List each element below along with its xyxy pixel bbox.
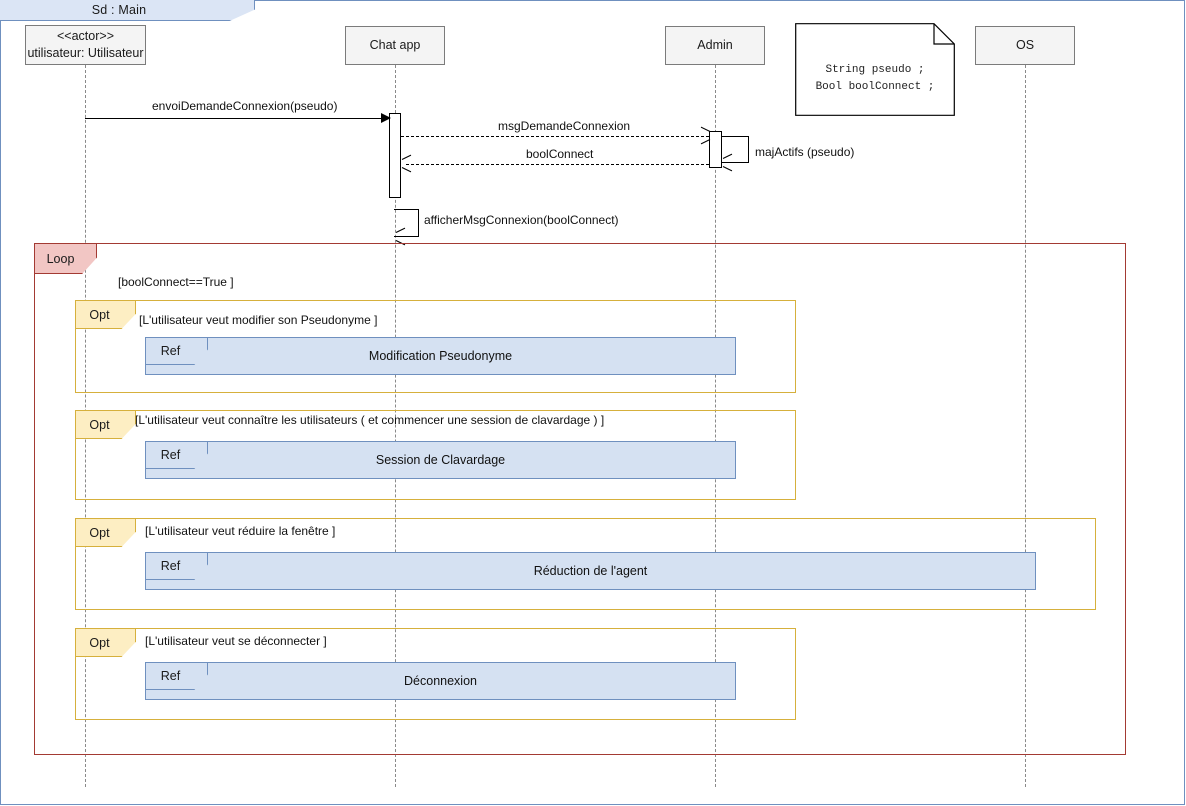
ref-box-4-name: Déconnexion	[404, 674, 477, 688]
ref-box-2-name: Session de Clavardage	[375, 453, 506, 467]
fragment-opt-2[interactable]: Opt [L'utilisateur veut connaître les ut…	[75, 410, 796, 500]
arrowhead-boolConnect	[402, 159, 411, 168]
activation-chatapp	[389, 113, 401, 198]
ref-box-1-tab: Ref	[146, 338, 208, 365]
lifeline-head-utilisateur[interactable]: <<actor>> utilisateur: Utilisateur	[25, 25, 146, 65]
ref-box-4-tab: Ref	[146, 663, 208, 690]
fragment-opt-3-tab: Opt	[76, 519, 136, 547]
fragment-opt-2-operator: Opt	[89, 417, 110, 432]
ref-box-4-tab-label: Ref	[160, 669, 181, 683]
fragment-loop[interactable]: Loop [boolConnect==True ]	[34, 243, 1126, 755]
arrowhead-afficherMsgConnexion	[396, 232, 405, 241]
ref-box-3-tab-label: Ref	[160, 559, 181, 573]
lifeline-os	[1025, 65, 1026, 787]
note-line-1: String pseudo ;	[825, 64, 925, 76]
lifeline-head-os[interactable]: OS	[975, 26, 1075, 65]
arrowhead-majActifs	[723, 158, 732, 167]
lifeline-chatapp	[395, 65, 396, 787]
fragment-loop-tab: Loop	[35, 244, 97, 274]
fragment-opt-4-operator: Opt	[89, 635, 110, 650]
fragment-opt-2-tab: Opt	[76, 411, 136, 439]
lifeline-stereotype-utilisateur: <<actor>>	[57, 29, 114, 44]
lifeline-head-chatapp[interactable]: Chat app	[345, 26, 445, 65]
arrowhead-envoiDemandeConnexion	[381, 113, 391, 123]
ref-box-2-tab-label: Ref	[160, 448, 181, 462]
message-label-boolConnect: boolConnect	[526, 147, 594, 161]
ref-box-4[interactable]: Ref Déconnexion	[145, 662, 736, 700]
fragment-opt-4-guard: [L'utilisateur veut se déconnecter ]	[145, 634, 327, 648]
ref-box-2-tab: Ref	[146, 442, 208, 469]
fragment-opt-3[interactable]: Opt [L'utilisateur veut réduire la fenêt…	[75, 518, 1096, 610]
fragment-opt-1-guard: [L'utilisateur veut modifier son Pseudon…	[139, 313, 378, 327]
fragment-opt-1-operator: Opt	[89, 307, 110, 322]
fragment-opt-3-operator: Opt	[89, 525, 110, 540]
note-line-2: Bool boolConnect ;	[815, 81, 935, 93]
ref-box-1-tab-label: Ref	[160, 344, 181, 358]
message-line-msgDemandeConnexion	[401, 136, 709, 137]
arrowhead-msgDemandeConnexion	[700, 131, 709, 140]
ref-box-3-tab: Ref	[146, 553, 208, 580]
message-label-majActifs: majActifs (pseudo)	[755, 145, 855, 159]
diagram-frame-tab: Sd : Main	[0, 0, 255, 21]
fragment-loop-guard: [boolConnect==True ]	[118, 275, 234, 289]
fragment-loop-operator: Loop	[46, 251, 75, 266]
ref-box-1-name: Modification Pseudonyme	[368, 349, 513, 363]
fragment-opt-1[interactable]: Opt [L'utilisateur veut modifier son Pse…	[75, 300, 796, 393]
fragment-opt-3-guard: [L'utilisateur veut réduire la fenêtre ]	[145, 524, 336, 538]
note-box: String pseudo ; Bool boolConnect ;	[795, 23, 955, 116]
fragment-opt-4-tab: Opt	[76, 629, 136, 657]
ref-box-3-name: Réduction de l'agent	[533, 564, 648, 578]
message-label-afficherMsgConnexion: afficherMsgConnexion(boolConnect)	[424, 213, 619, 227]
lifeline-label-utilisateur: utilisateur: Utilisateur	[27, 46, 144, 60]
fragment-opt-1-tab: Opt	[76, 301, 136, 329]
self-message-majActifs	[722, 136, 749, 163]
fragment-opt-4[interactable]: Opt [L'utilisateur veut se déconnecter ]	[75, 628, 796, 720]
lifeline-label-chatapp: Chat app	[369, 38, 421, 53]
self-message-afficherMsgConnexion	[394, 209, 419, 237]
fragment-opt-2-guard: [L'utilisateur veut connaître les utilis…	[135, 413, 605, 427]
message-line-boolConnect	[406, 164, 709, 165]
ref-box-2[interactable]: Ref Session de Clavardage	[145, 441, 736, 479]
lifeline-label-admin: Admin	[697, 38, 733, 53]
ref-box-3[interactable]: Ref Réduction de l'agent	[145, 552, 1036, 590]
message-line-envoiDemandeConnexion	[85, 118, 382, 119]
message-label-msgDemandeConnexion: msgDemandeConnexion	[498, 119, 631, 133]
note-shape-icon	[795, 23, 955, 116]
activation-admin	[709, 131, 722, 168]
ref-box-1[interactable]: Ref Modification Pseudonyme	[145, 337, 736, 375]
message-label-envoiDemandeConnexion: envoiDemandeConnexion(pseudo)	[152, 99, 338, 113]
lifeline-label-os: OS	[1015, 38, 1035, 53]
diagram-title: Sd : Main	[91, 3, 147, 17]
lifeline-head-admin[interactable]: Admin	[665, 26, 765, 65]
lifeline-admin	[715, 65, 716, 787]
